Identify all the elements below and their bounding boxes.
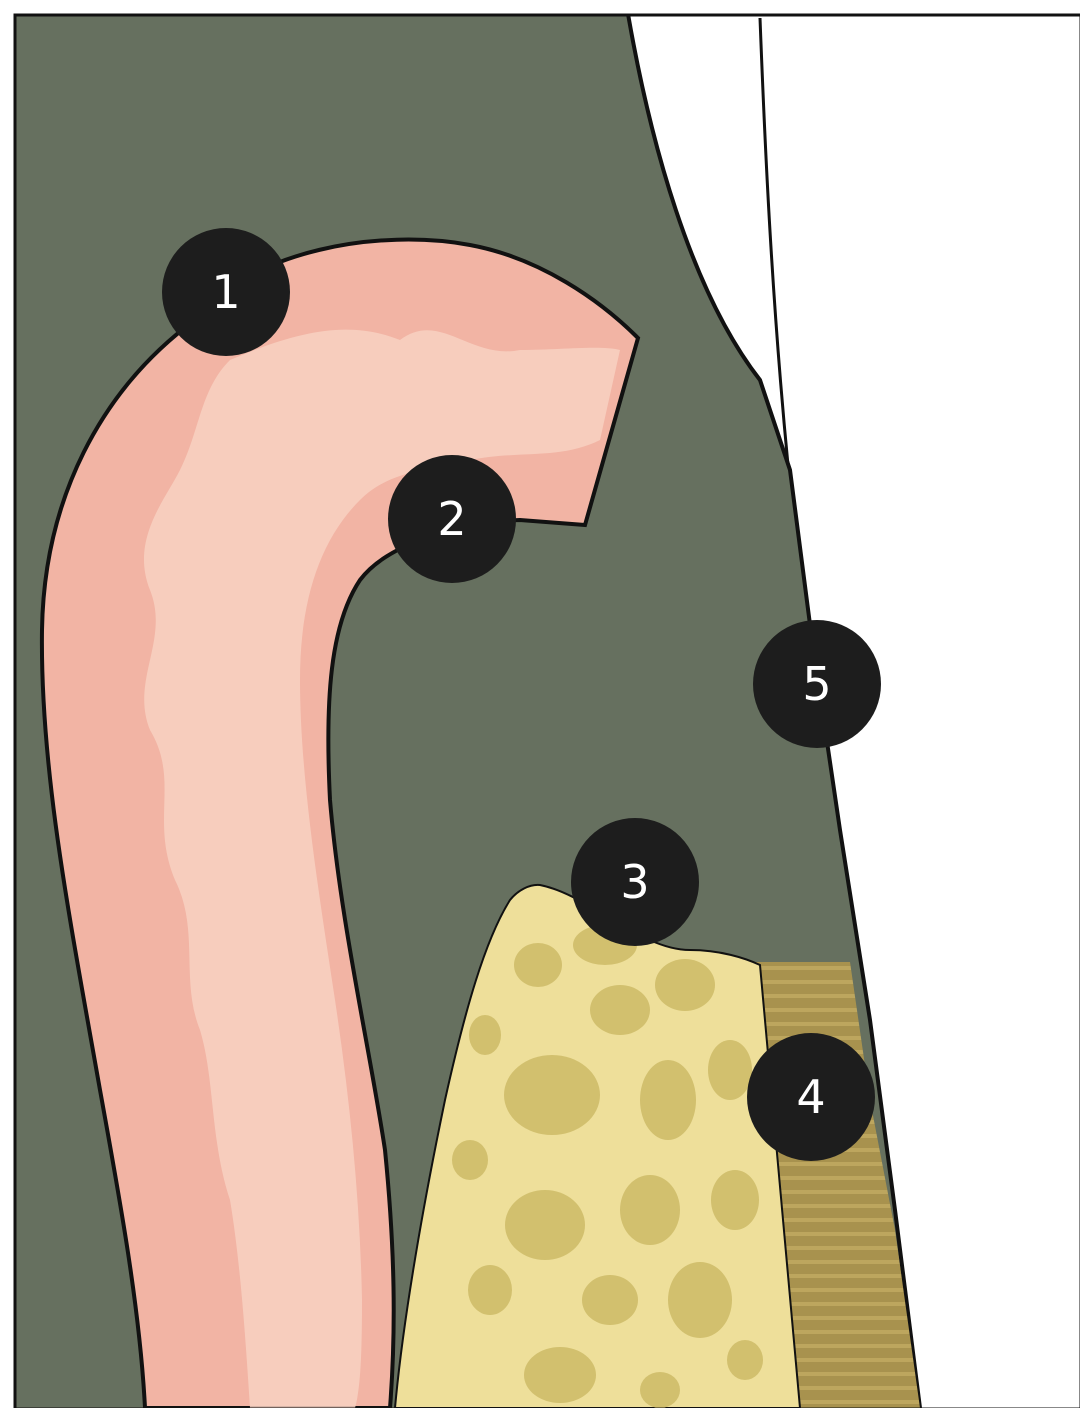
marker-5: 5 bbox=[753, 620, 881, 748]
marker-4-label: 4 bbox=[796, 1070, 825, 1124]
marker-1: 1 bbox=[162, 228, 290, 356]
marker-2-label: 2 bbox=[437, 492, 466, 546]
marker-3: 3 bbox=[571, 818, 699, 946]
marker-5-label: 5 bbox=[802, 657, 831, 711]
marker-2: 2 bbox=[388, 455, 516, 583]
marker-1-label: 1 bbox=[211, 265, 240, 319]
marker-3-label: 3 bbox=[620, 855, 649, 909]
marker-4: 4 bbox=[747, 1033, 875, 1161]
